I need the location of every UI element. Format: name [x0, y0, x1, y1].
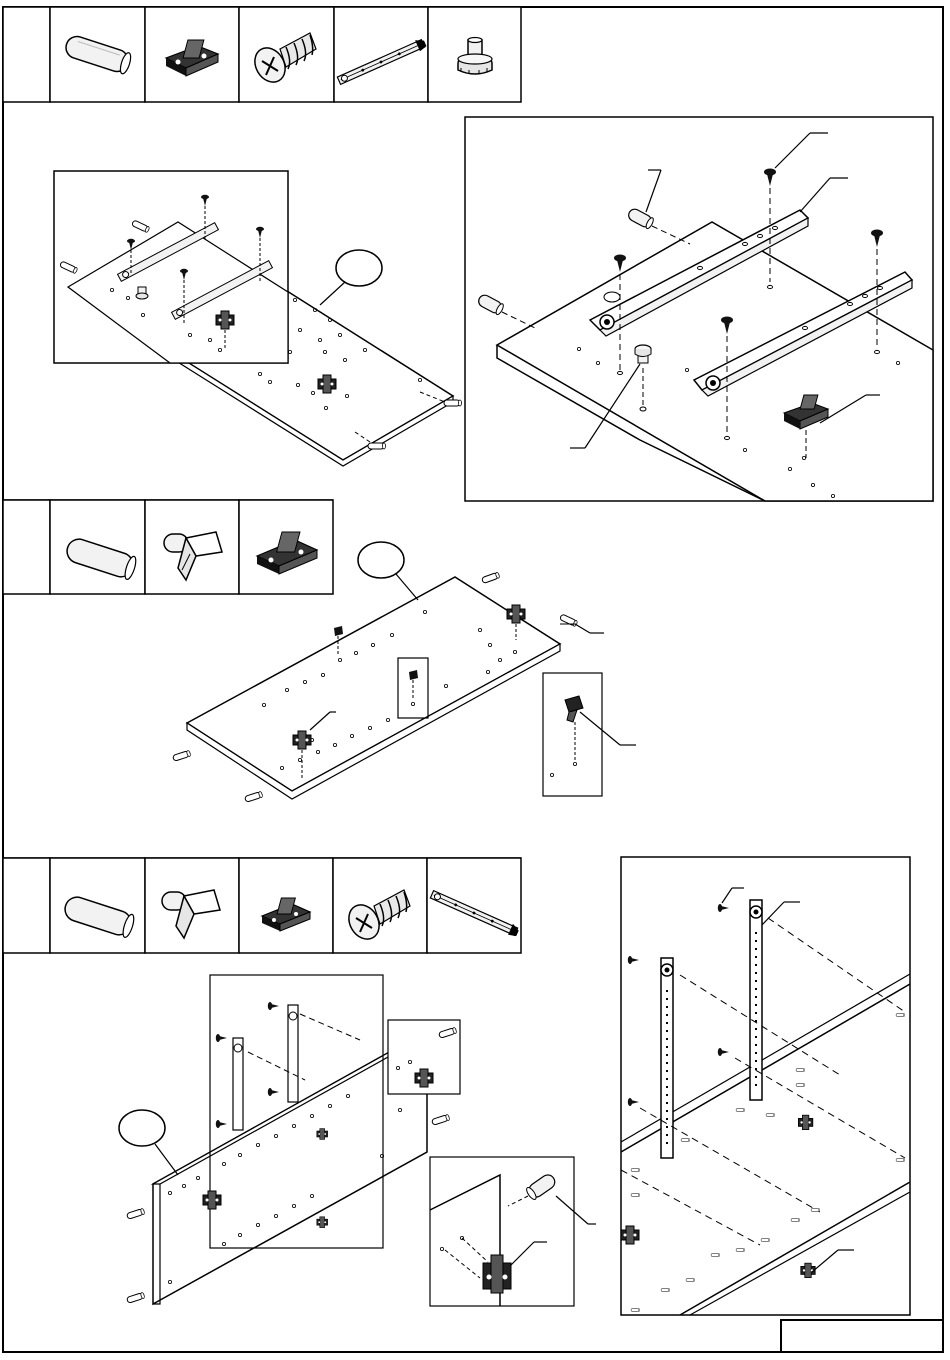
step-3-dowel-left-top: [126, 1208, 144, 1219]
step-1-dowel-right: [444, 400, 462, 406]
step-2-dowel-right: [559, 614, 577, 627]
step-1-scene: [54, 117, 933, 501]
step-2-part-callout: [358, 542, 404, 578]
step-2-dowel-left: [172, 750, 190, 761]
step-2-dowel-top: [481, 572, 499, 584]
step-1-number-box: [3, 7, 50, 102]
step-1-part-callout: [336, 250, 382, 286]
step-1-parts-row: [3, 7, 521, 102]
footer-box: [781, 1320, 943, 1352]
step-3-parts-row: [3, 858, 521, 953]
step-2-inset: [543, 673, 602, 796]
step-3-dowel-right: [431, 1114, 449, 1125]
step-3-dowel-left-bottom: [126, 1292, 144, 1303]
step-3-part-callout: [119, 1110, 165, 1146]
step-2-number-box: [3, 500, 50, 594]
step-2-dowel-bottom: [244, 791, 262, 802]
step-2-parts-row: [3, 500, 333, 594]
step-2-shelf-pin-small: [334, 626, 343, 636]
step-3-number-box: [3, 858, 50, 953]
step-1-dowel-bottom: [368, 443, 386, 449]
